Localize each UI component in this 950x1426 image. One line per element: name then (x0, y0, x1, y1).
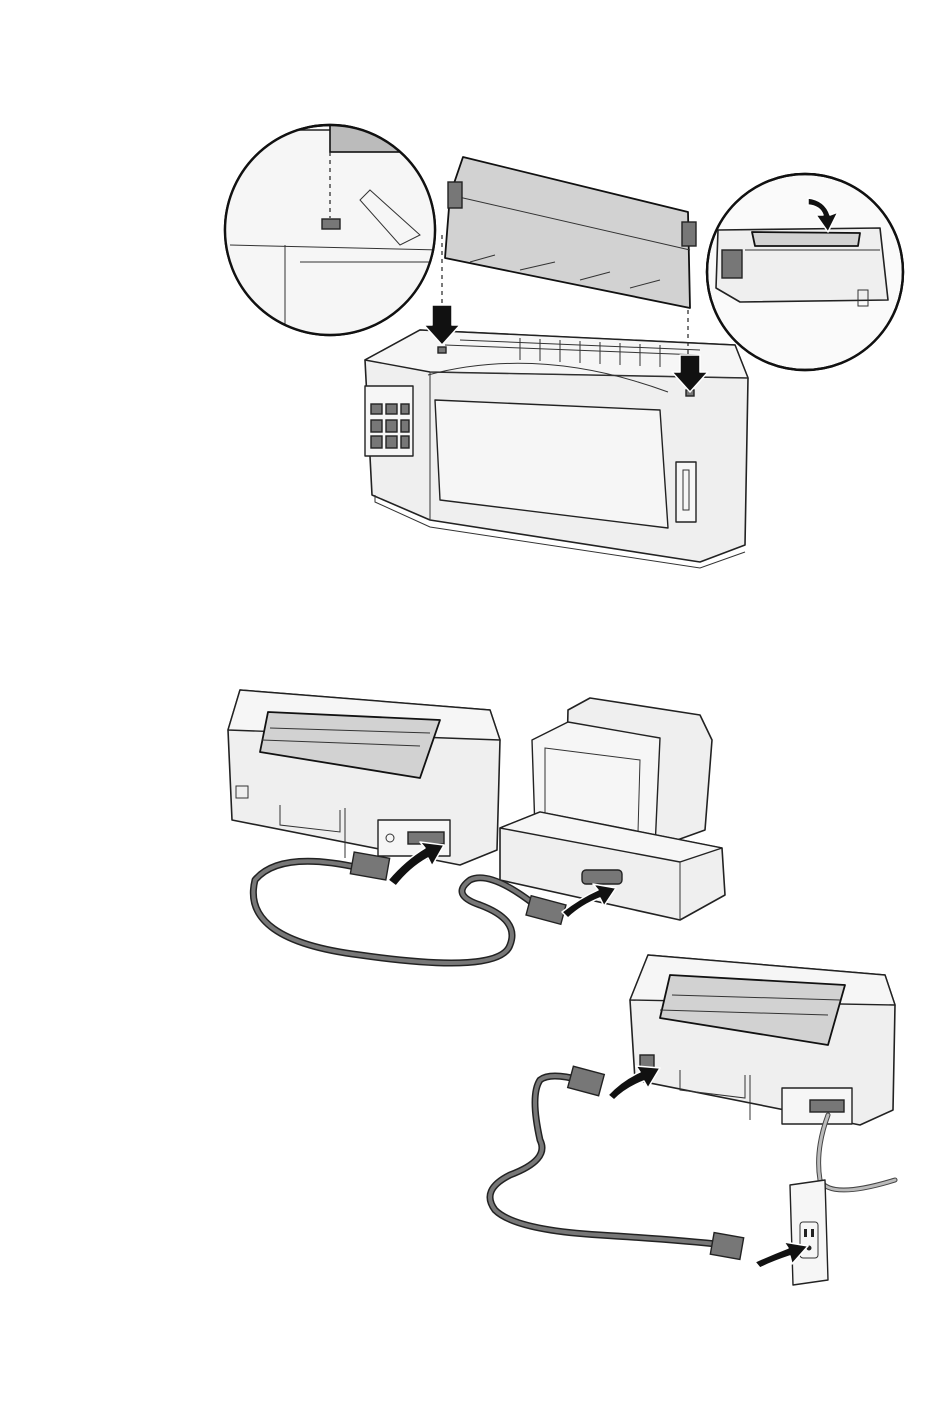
inset-detail-peg (220, 110, 440, 360)
side-knob (676, 462, 696, 522)
control-buttons (371, 404, 409, 448)
computer-parallel-port (582, 870, 622, 884)
figure-install-separator (220, 110, 903, 568)
figure-connect-power-cord (490, 955, 895, 1285)
wall-outlet (790, 1180, 828, 1285)
printer-rear-view (228, 690, 500, 865)
figure-connect-parallel-cable (228, 690, 725, 963)
printer-rear-view-2 (630, 955, 895, 1125)
cable-connector-computer (526, 896, 566, 925)
plug-icon (568, 1066, 605, 1096)
right-latch (682, 222, 696, 246)
inset-printer-overview (707, 174, 903, 370)
left-peg (438, 347, 446, 353)
paper-separator (445, 157, 696, 308)
plug-icon (710, 1233, 743, 1260)
left-latch (448, 182, 462, 208)
